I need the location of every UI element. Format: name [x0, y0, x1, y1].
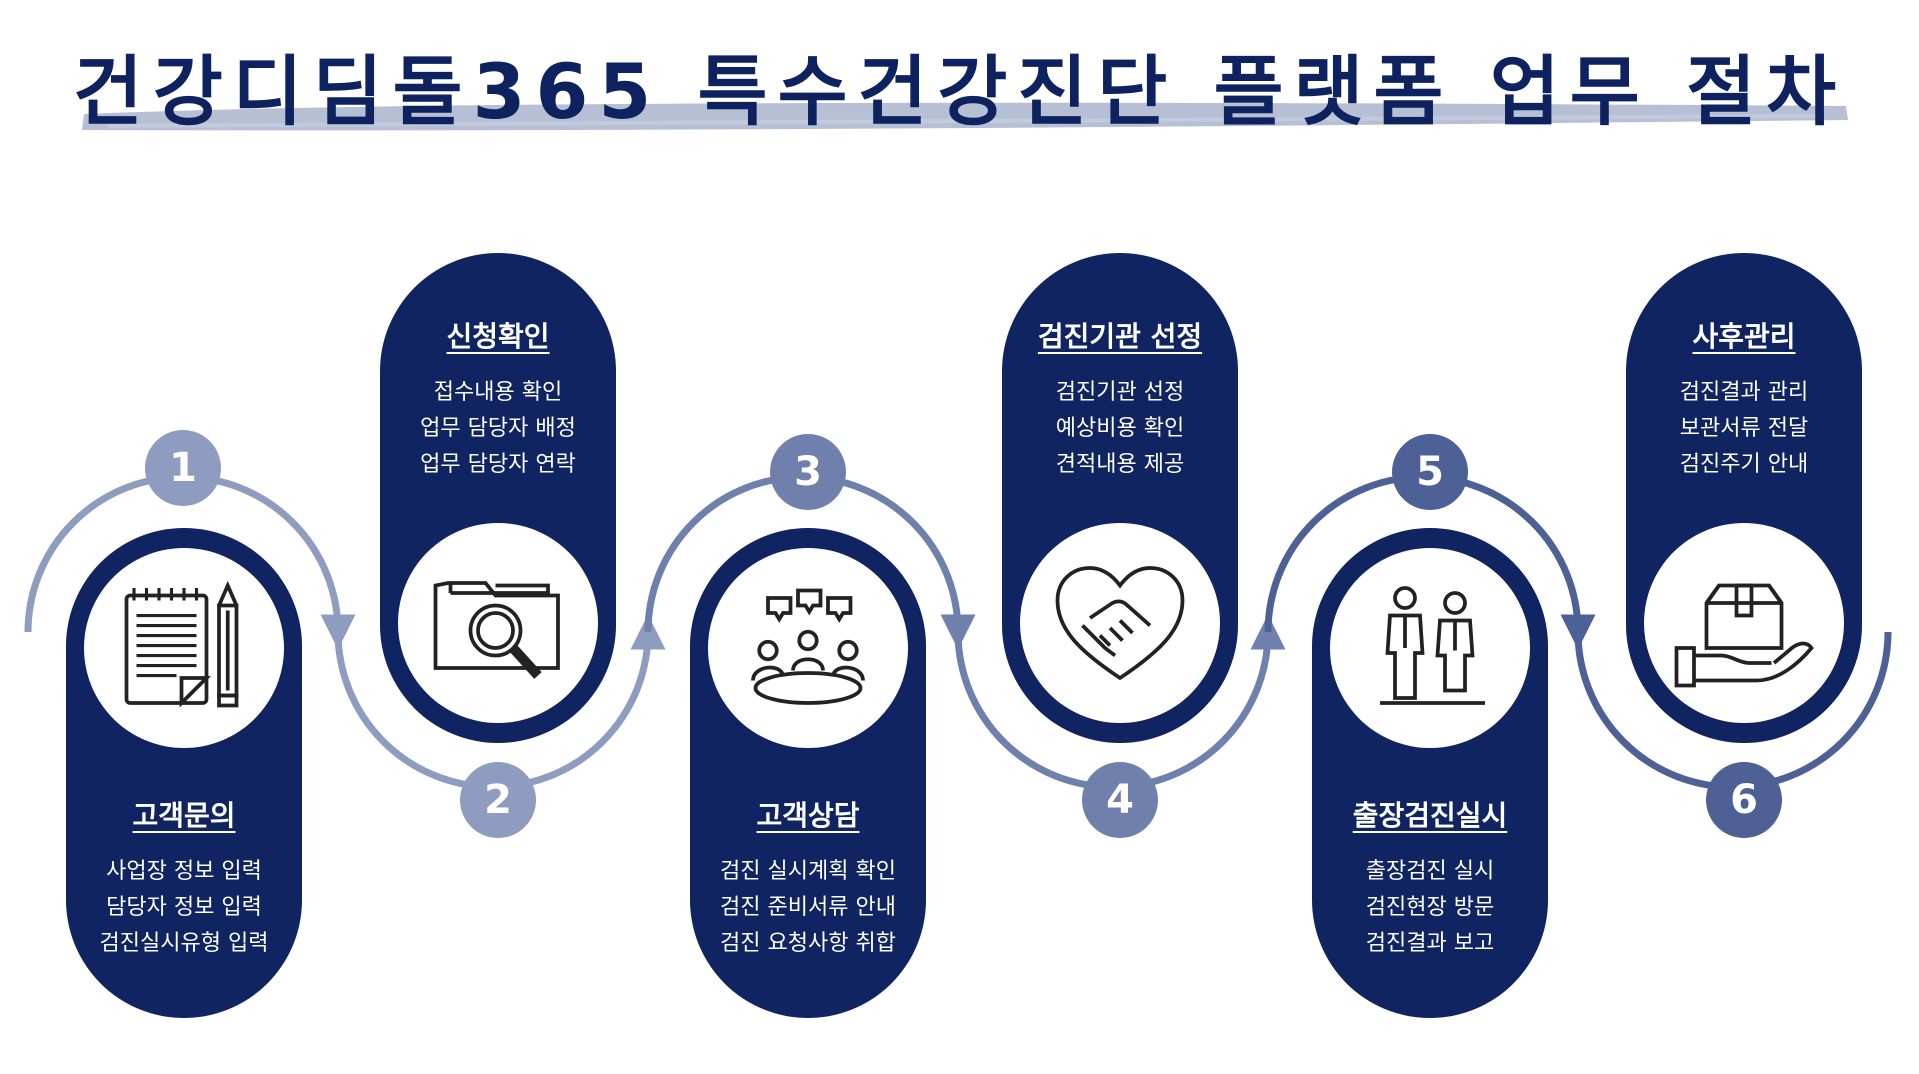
step-5-line-3: 검진결과 보고 — [1365, 931, 1495, 956]
step-2-icon-circle — [398, 523, 598, 723]
step-1-line-1: 사업장 정보 입력 — [106, 859, 262, 884]
step-1-line-2: 담당자 정보 입력 — [106, 895, 262, 920]
step-5-title: 출장검진실시 — [1352, 799, 1508, 832]
two-people-icon — [1380, 586, 1485, 705]
step-5-icon-circle — [1330, 548, 1530, 748]
heart-handshake-icon — [1055, 566, 1185, 681]
step-4-line-1: 검진기관 선정 — [1055, 380, 1185, 405]
step-1-line-3: 검진실시유형 입력 — [99, 931, 269, 956]
step-3-details: 검진 실시계획 확인 검진 준비서류 안내 검진 요청사항 취합 — [690, 854, 926, 962]
step-5-card: 출장검진실시 출장검진 실시 검진현장 방문 검진결과 보고 — [1312, 528, 1548, 1018]
step-1-number-badge: 1 — [145, 430, 221, 506]
step-6-details: 검진결과 관리 보관서류 전달 검진주기 안내 — [1626, 375, 1862, 483]
page-title: 건강디딤돌365 특수건강진단 플랫폼 업무 절차 — [72, 47, 1847, 136]
step-6-line-2: 보관서류 전달 — [1679, 416, 1809, 441]
step-1-icon-circle — [84, 548, 284, 748]
step-4-details: 검진기관 선정 예상비용 확인 견적내용 제공 — [1002, 375, 1238, 483]
step-1-details: 사업장 정보 입력 담당자 정보 입력 검진실시유형 입력 — [66, 854, 302, 962]
step-2-title: 신청확인 — [446, 320, 550, 353]
folder-magnifier-icon — [433, 581, 560, 679]
step-5-line-1: 출장검진 실시 — [1365, 859, 1495, 884]
step-1-title: 고객문의 — [132, 799, 236, 832]
step-3-number-badge: 3 — [770, 434, 846, 510]
step-6-line-3: 검진주기 안내 — [1679, 452, 1809, 477]
step-4-card: 검진기관 선정 검진기관 선정 예상비용 확인 견적내용 제공 — [1002, 253, 1238, 743]
step-3-line-2: 검진 준비서류 안내 — [720, 895, 896, 920]
step-6-card: 사후관리 검진결과 관리 보관서류 전달 검진주기 안내 — [1626, 253, 1862, 743]
step-3-icon-circle — [708, 548, 908, 748]
step-2-line-3: 업무 담당자 연락 — [420, 452, 576, 477]
step-4-icon-circle — [1020, 523, 1220, 723]
step-2-number-badge: 2 — [460, 762, 536, 838]
step-3-title: 고객상담 — [756, 799, 860, 832]
step-6-line-1: 검진결과 관리 — [1679, 380, 1809, 405]
step-5-line-2: 검진현장 방문 — [1365, 895, 1495, 920]
meeting-table-icon — [751, 588, 865, 705]
step-4-number-badge: 4 — [1082, 762, 1158, 838]
hand-box-icon — [1674, 583, 1814, 688]
step-3-line-1: 검진 실시계획 확인 — [720, 859, 896, 884]
step-6-title: 사후관리 — [1692, 320, 1796, 353]
step-3-line-3: 검진 요청사항 취합 — [720, 931, 896, 956]
step-1-card: 고객문의 사업장 정보 입력 담당자 정보 입력 검진실시유형 입력 — [66, 528, 302, 1018]
step-4-line-3: 견적내용 제공 — [1055, 452, 1185, 477]
step-2-details: 접수내용 확인 업무 담당자 배정 업무 담당자 연락 — [380, 375, 616, 483]
step-4-title: 검진기관 선정 — [1037, 320, 1203, 353]
step-5-number-badge: 5 — [1392, 434, 1468, 510]
step-2-line-1: 접수내용 확인 — [433, 380, 563, 405]
step-5-details: 출장검진 실시 검진현장 방문 검진결과 보고 — [1312, 854, 1548, 962]
step-2-card: 신청확인 접수내용 확인 업무 담당자 배정 업무 담당자 연락 — [380, 253, 616, 743]
step-2-line-2: 업무 담당자 배정 — [420, 416, 576, 441]
notepad-pencil-icon — [124, 580, 239, 708]
step-6-number-badge: 6 — [1706, 762, 1782, 838]
step-4-line-2: 예상비용 확인 — [1055, 416, 1185, 441]
title-brush-stroke — [82, 102, 1848, 131]
step-6-icon-circle — [1644, 523, 1844, 723]
step-3-card: 고객상담 검진 실시계획 확인 검진 준비서류 안내 검진 요청사항 취합 — [690, 528, 926, 1018]
